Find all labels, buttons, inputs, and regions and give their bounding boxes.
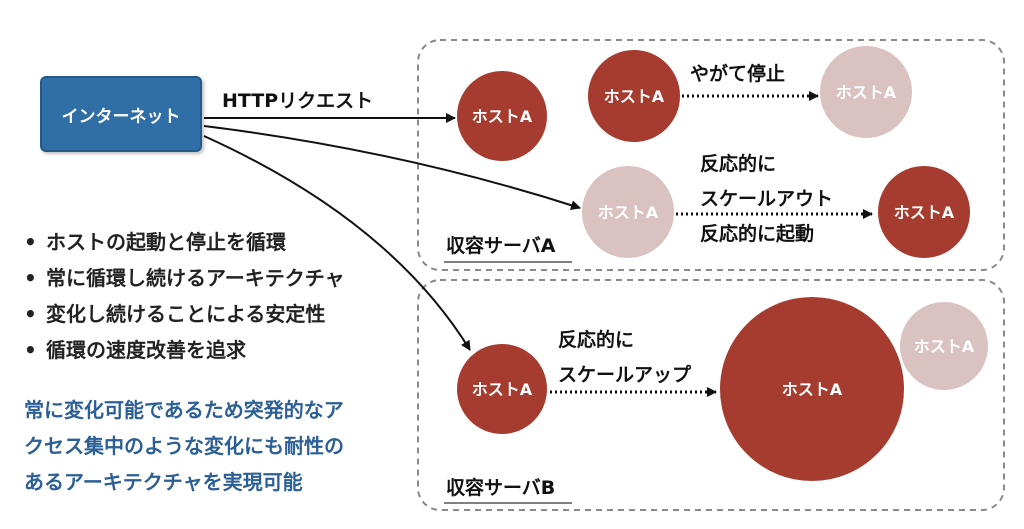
host-label: ホストA — [836, 83, 897, 102]
bullet-text: ホストの起動と停止を循環 — [46, 230, 286, 254]
host-a-server-a-stopped: ホストA — [820, 46, 912, 138]
server-b-container — [417, 279, 1005, 511]
host-a-server-a-started: ホストA — [878, 166, 970, 258]
host-label: ホストA — [604, 87, 665, 106]
host-a-server-a-1: ホストA — [457, 71, 547, 161]
internet-label: インターネット — [61, 106, 181, 127]
bullet-item: 変化し続けることによる安定性 — [24, 296, 345, 332]
bullet-list: ホストの起動と停止を循環 常に循環し続けるアーキテクチャ 変化し続けることによる… — [24, 224, 345, 368]
summary-line: クセス集中のような変化にも耐性の — [24, 434, 344, 458]
scale-out-line-1: 反応的に — [700, 152, 776, 175]
summary-line: あるアーキテクチャを実現可能 — [24, 470, 303, 494]
bullet-text: 変化し続けることによる安定性 — [46, 302, 326, 326]
bullet-text: 循環の速度改善を追求 — [46, 338, 246, 362]
server-a-container — [417, 39, 1005, 271]
host-label: ホストA — [782, 380, 843, 399]
server-a-label: 収容サーバA — [446, 234, 556, 257]
scale-out-line-2: スケールアウト — [700, 188, 833, 210]
summary-line: 常に変化可能であるため突発的なア — [24, 398, 344, 422]
stop-label: やがて停止 — [690, 62, 785, 85]
internet-node: インターネット — [40, 76, 202, 152]
request-arrow-3 — [203, 135, 471, 351]
summary-text: 常に変化可能であるため突発的なア クセス集中のような変化にも耐性の あるアーキテ… — [24, 392, 414, 500]
http-request-label: HTTPリクエスト — [222, 90, 373, 112]
bullet-item: 常に循環し続けるアーキテクチャ — [24, 260, 345, 296]
host-label: ホストA — [598, 203, 659, 222]
scale-out-line-3: 反応的に起動 — [700, 222, 814, 245]
host-a-server-b-inactive: ホストA — [900, 302, 988, 390]
host-label: ホストA — [914, 337, 975, 356]
scale-up-line-2: スケールアップ — [558, 363, 692, 386]
bullet-item: 循環の速度改善を追求 — [24, 332, 345, 368]
bullet-text: 常に循環し続けるアーキテクチャ — [46, 266, 345, 290]
host-a-server-b-large: ホストA — [720, 297, 904, 481]
host-a-server-a-2: ホストA — [588, 50, 680, 142]
host-label: ホストA — [472, 380, 533, 399]
scale-up-line-1: 反応的に — [558, 328, 634, 351]
request-arrow-2 — [203, 125, 581, 210]
host-a-server-b-small: ホストA — [457, 344, 547, 434]
host-label: ホストA — [894, 203, 955, 222]
host-a-server-a-inactive: ホストA — [582, 166, 674, 258]
bullet-item: ホストの起動と停止を循環 — [24, 224, 345, 260]
server-b-label: 収容サーバB — [446, 476, 555, 499]
host-label: ホストA — [472, 107, 533, 126]
